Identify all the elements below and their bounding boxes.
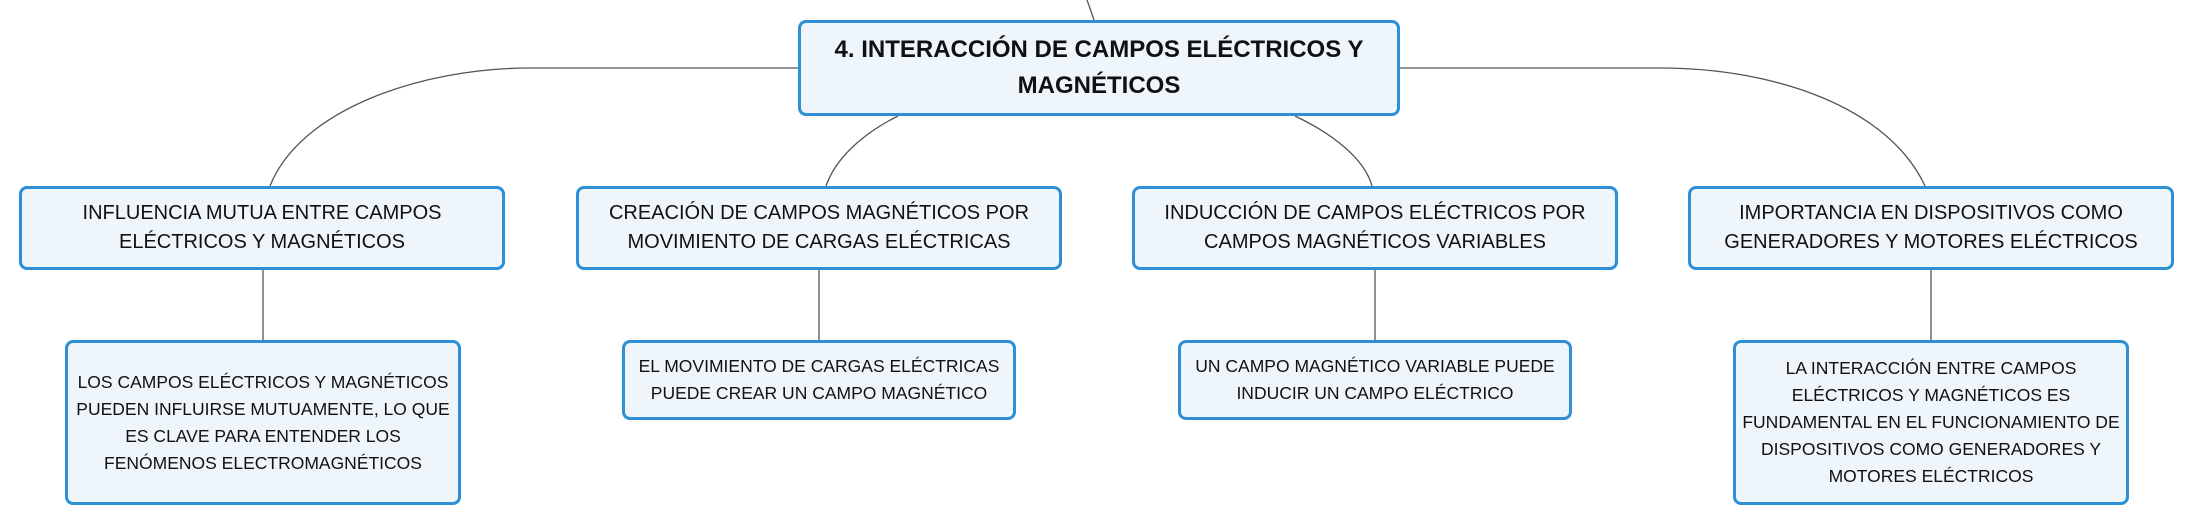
connector-root-branch-3 [1294, 115, 1373, 187]
detail-label: LA INTERACCIÓN ENTRE CAMPOS ELÉCTRICOS Y… [1742, 358, 2120, 486]
branch-label: CREACIÓN DE CAMPOS MAGNÉTICOS POR MOVIMI… [608, 202, 1030, 253]
branch-label: INDUCCIÓN DE CAMPOS ELÉCTRICOS POR CAMPO… [1164, 202, 1586, 253]
detail-label: LOS CAMPOS ELÉCTRICOS Y MAGNÉTICOS PUEDE… [76, 371, 450, 473]
branch-node-induccion-campos-electricos[interactable]: INDUCCIÓN DE CAMPOS ELÉCTRICOS POR CAMPO… [1132, 186, 1618, 270]
detail-node-creacion-campos-magneticos[interactable]: EL MOVIMIENTO DE CARGAS ELÉCTRICAS PUEDE… [622, 340, 1016, 420]
parent-connector [1086, 0, 1095, 21]
connector-root-branch-1 [269, 67, 798, 187]
branch-node-creacion-campos-magneticos[interactable]: CREACIÓN DE CAMPOS MAGNÉTICOS POR MOVIMI… [576, 186, 1062, 270]
branch-label: IMPORTANCIA EN DISPOSITIVOS COMO GENERAD… [1724, 202, 2138, 253]
central-topic-node[interactable]: 4. INTERACCIÓN DE CAMPOS ELÉCTRICOS Y MA… [798, 20, 1400, 116]
central-topic-label: 4. INTERACCIÓN DE CAMPOS ELÉCTRICOS Y MA… [834, 36, 1364, 99]
detail-node-induccion-campos-electricos[interactable]: UN CAMPO MAGNÉTICO VARIABLE PUEDE INDUCI… [1178, 340, 1572, 420]
branch-node-importancia-dispositivos[interactable]: IMPORTANCIA EN DISPOSITIVOS COMO GENERAD… [1688, 186, 2174, 270]
branch-label: INFLUENCIA MUTUA ENTRE CAMPOS ELÉCTRICOS… [82, 202, 442, 253]
detail-label: EL MOVIMIENTO DE CARGAS ELÉCTRICAS PUEDE… [638, 356, 1000, 403]
detail-label: UN CAMPO MAGNÉTICO VARIABLE PUEDE INDUCI… [1195, 356, 1555, 403]
branch-node-influencia-mutua[interactable]: INFLUENCIA MUTUA ENTRE CAMPOS ELÉCTRICOS… [19, 186, 505, 270]
detail-node-influencia-mutua[interactable]: LOS CAMPOS ELÉCTRICOS Y MAGNÉTICOS PUEDE… [65, 340, 461, 505]
detail-node-importancia-dispositivos[interactable]: LA INTERACCIÓN ENTRE CAMPOS ELÉCTRICOS Y… [1733, 340, 2129, 505]
connector-root-branch-4 [1400, 67, 1926, 187]
connector-root-branch-2 [825, 115, 899, 187]
